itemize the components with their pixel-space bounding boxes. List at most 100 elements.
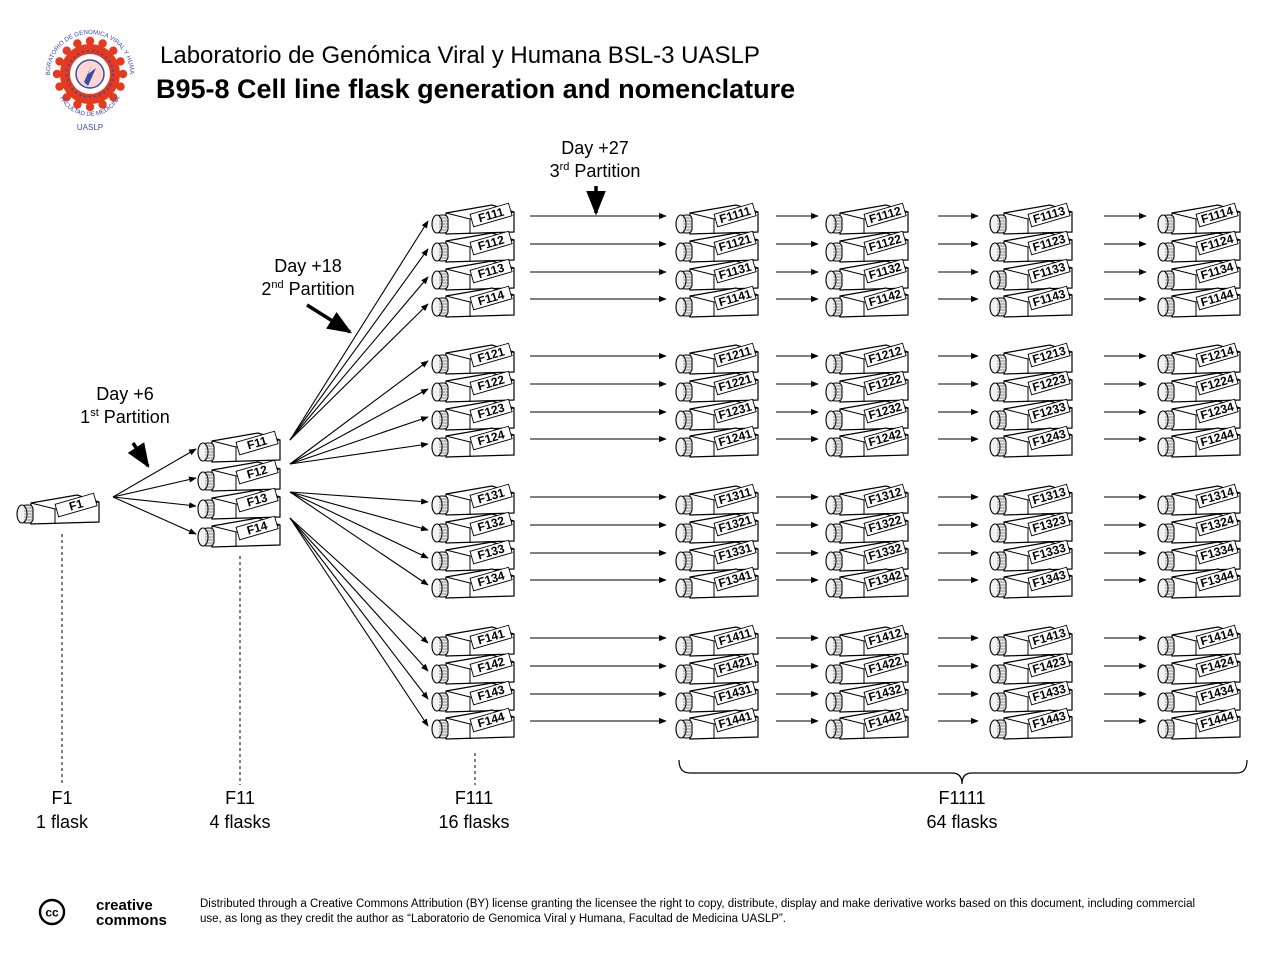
flask: F12	[197, 459, 281, 492]
arrow	[112, 496, 197, 535]
flask: F1341	[675, 566, 759, 599]
guide-layer	[61, 534, 1248, 785]
arrow	[289, 303, 429, 441]
flask-label: F111	[477, 205, 506, 226]
flask: F14	[197, 515, 281, 548]
arrow	[289, 491, 429, 586]
flask-label: F12	[245, 462, 269, 481]
flask: F1	[16, 492, 100, 525]
flask-label: F14	[245, 518, 269, 537]
flask: F1442	[825, 707, 909, 740]
flask: F1113	[989, 202, 1073, 235]
flask: F1411	[675, 624, 759, 657]
gear-icon	[52, 36, 128, 112]
flask: F1432	[825, 680, 909, 713]
arrow	[289, 248, 429, 441]
arrow	[289, 416, 429, 465]
partition-2-name: 2nd Partition	[261, 279, 355, 299]
flask: F144	[431, 707, 515, 740]
arrow	[112, 496, 197, 509]
arrow	[289, 491, 429, 532]
cc-badge-icon	[38, 898, 66, 926]
arrow	[112, 448, 197, 498]
flask: F1224	[1157, 370, 1241, 403]
partition-3-name: 3rd Partition	[549, 161, 641, 181]
arrow	[289, 220, 429, 441]
cc-badge-text: cc	[45, 906, 59, 920]
arrow	[289, 491, 429, 505]
flask: F113	[431, 258, 515, 291]
cc-brand-line1: creative	[96, 897, 153, 914]
arrow	[289, 388, 429, 465]
flask: F112	[431, 230, 515, 263]
flask: F132	[431, 511, 515, 544]
flask: F1444	[1157, 707, 1241, 740]
flask: F1243	[989, 425, 1073, 458]
arrow-layer	[112, 186, 1147, 727]
flask: F114	[431, 285, 515, 318]
flask: F1212	[825, 342, 909, 375]
arrow	[289, 517, 429, 672]
flask: F1143	[989, 285, 1073, 318]
arrow	[289, 517, 429, 700]
flask: F1112	[825, 202, 909, 235]
flask: F1232	[825, 398, 909, 431]
flask: F1133	[989, 258, 1073, 291]
flask: F131	[431, 483, 515, 516]
flask: F1141	[675, 285, 759, 318]
partition-3-day: Day +27	[561, 138, 629, 158]
arrow	[289, 441, 429, 465]
flask: F1343	[989, 566, 1073, 599]
flask: F1222	[825, 370, 909, 403]
flask: F1344	[1157, 566, 1241, 599]
page-title: B95-8 Cell line flask generation and nom…	[156, 74, 796, 104]
flask: F1134	[1157, 258, 1241, 291]
arrow	[289, 491, 429, 559]
generation-caption-f1111: F1111 64 flasks	[902, 786, 1022, 834]
generation-caption-f111: F111 16 flasks	[419, 786, 529, 834]
generation-label: F1111	[938, 788, 986, 808]
flask: F121	[431, 342, 515, 375]
generation-label: F1	[51, 788, 73, 808]
flask: F1323	[989, 511, 1073, 544]
flask: F1214	[1157, 342, 1241, 375]
flask: F122	[431, 370, 515, 403]
flask-label: F11	[246, 433, 269, 452]
flask: F1412	[825, 624, 909, 657]
generation-count: 64 flasks	[926, 812, 998, 832]
generation-count: 16 flasks	[438, 812, 510, 832]
flask: F1314	[1157, 483, 1241, 516]
flask: F1124	[1157, 230, 1241, 263]
flask: F11	[197, 430, 281, 463]
flask: F1312	[825, 483, 909, 516]
flask: F1111	[675, 202, 759, 235]
flask: F133	[431, 539, 515, 572]
generation-brace	[678, 759, 1248, 785]
flask: F1211	[675, 342, 759, 375]
flask: F1414	[1157, 624, 1241, 657]
arrow	[306, 303, 353, 334]
partition-1-name: 1st Partition	[80, 407, 170, 427]
flask: F1321	[675, 511, 759, 544]
flask: F1114	[1157, 202, 1241, 235]
flask: F1333	[989, 539, 1073, 572]
partition-1-label: Day +6 1st Partition	[70, 383, 180, 429]
flask: F142	[431, 652, 515, 685]
generation-label: F11	[225, 788, 255, 808]
flask: F1131	[675, 258, 759, 291]
flask: F1244	[1157, 425, 1241, 458]
flask: F1122	[825, 230, 909, 263]
flask: F1431	[675, 680, 759, 713]
arrow	[289, 276, 429, 441]
flask: F1313	[989, 483, 1073, 516]
generation-label: F111	[454, 788, 494, 808]
arrow	[127, 442, 150, 469]
flask: F124	[431, 425, 515, 458]
flask: F1331	[675, 539, 759, 572]
flask-label: F13	[245, 490, 269, 509]
flask: F1213	[989, 342, 1073, 375]
cc-brand-line2: commons	[96, 912, 167, 928]
flask: F1443	[989, 707, 1073, 740]
flask: F1423	[989, 652, 1073, 685]
